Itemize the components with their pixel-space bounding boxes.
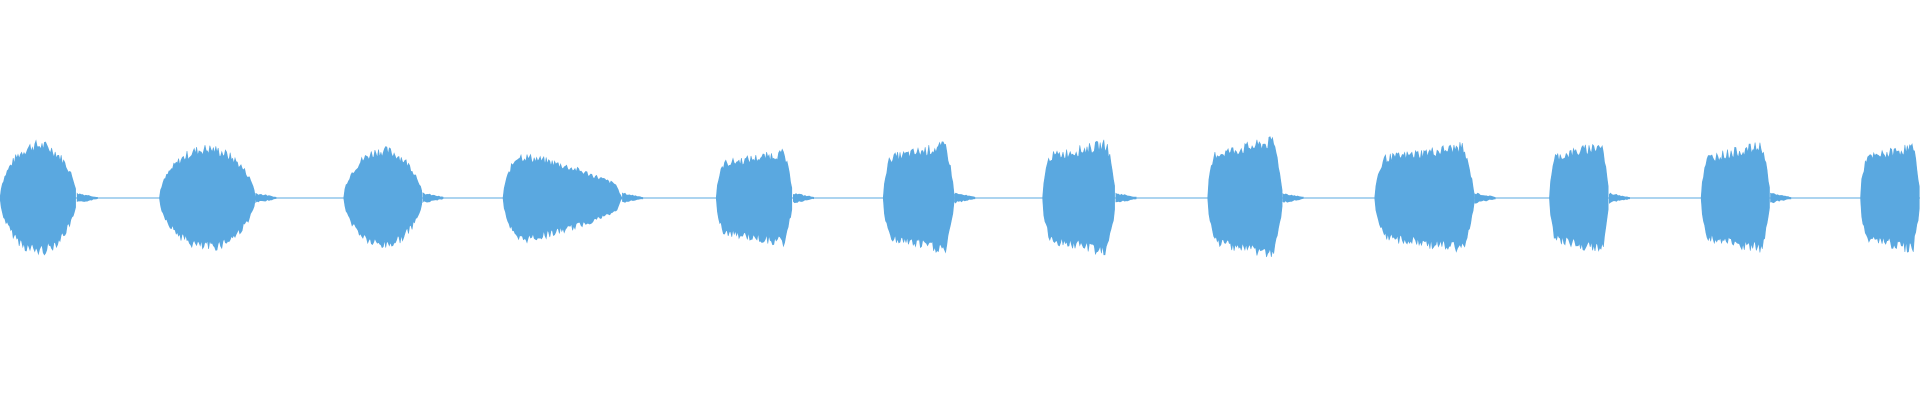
waveform-burst bbox=[882, 141, 955, 254]
waveform-burst bbox=[0, 139, 76, 256]
waveform-burst-tail bbox=[1282, 193, 1304, 203]
waveform-burst bbox=[1374, 142, 1475, 253]
waveform-bursts bbox=[0, 136, 1920, 258]
waveform-burst bbox=[1860, 143, 1920, 253]
waveform-burst bbox=[715, 148, 793, 248]
waveform-burst-tail bbox=[1609, 192, 1630, 204]
waveform-burst bbox=[159, 145, 256, 251]
waveform-burst bbox=[343, 146, 422, 249]
waveform-burst bbox=[1207, 136, 1283, 258]
waveform-burst-tail bbox=[76, 192, 98, 202]
waveform-burst bbox=[1549, 143, 1609, 252]
waveform-burst-tail bbox=[1770, 192, 1792, 204]
waveform-burst-tail bbox=[954, 192, 976, 204]
waveform-burst-tail bbox=[793, 193, 814, 204]
waveform-burst-tail bbox=[422, 192, 444, 204]
waveform-burst bbox=[502, 153, 623, 244]
waveform-burst-tail bbox=[1115, 192, 1137, 203]
waveform-burst bbox=[1700, 142, 1770, 253]
waveform-burst bbox=[1042, 139, 1115, 256]
waveform-burst-tail bbox=[255, 193, 277, 204]
waveform-burst-tail bbox=[622, 192, 644, 203]
waveform-burst-tail bbox=[1474, 192, 1496, 204]
